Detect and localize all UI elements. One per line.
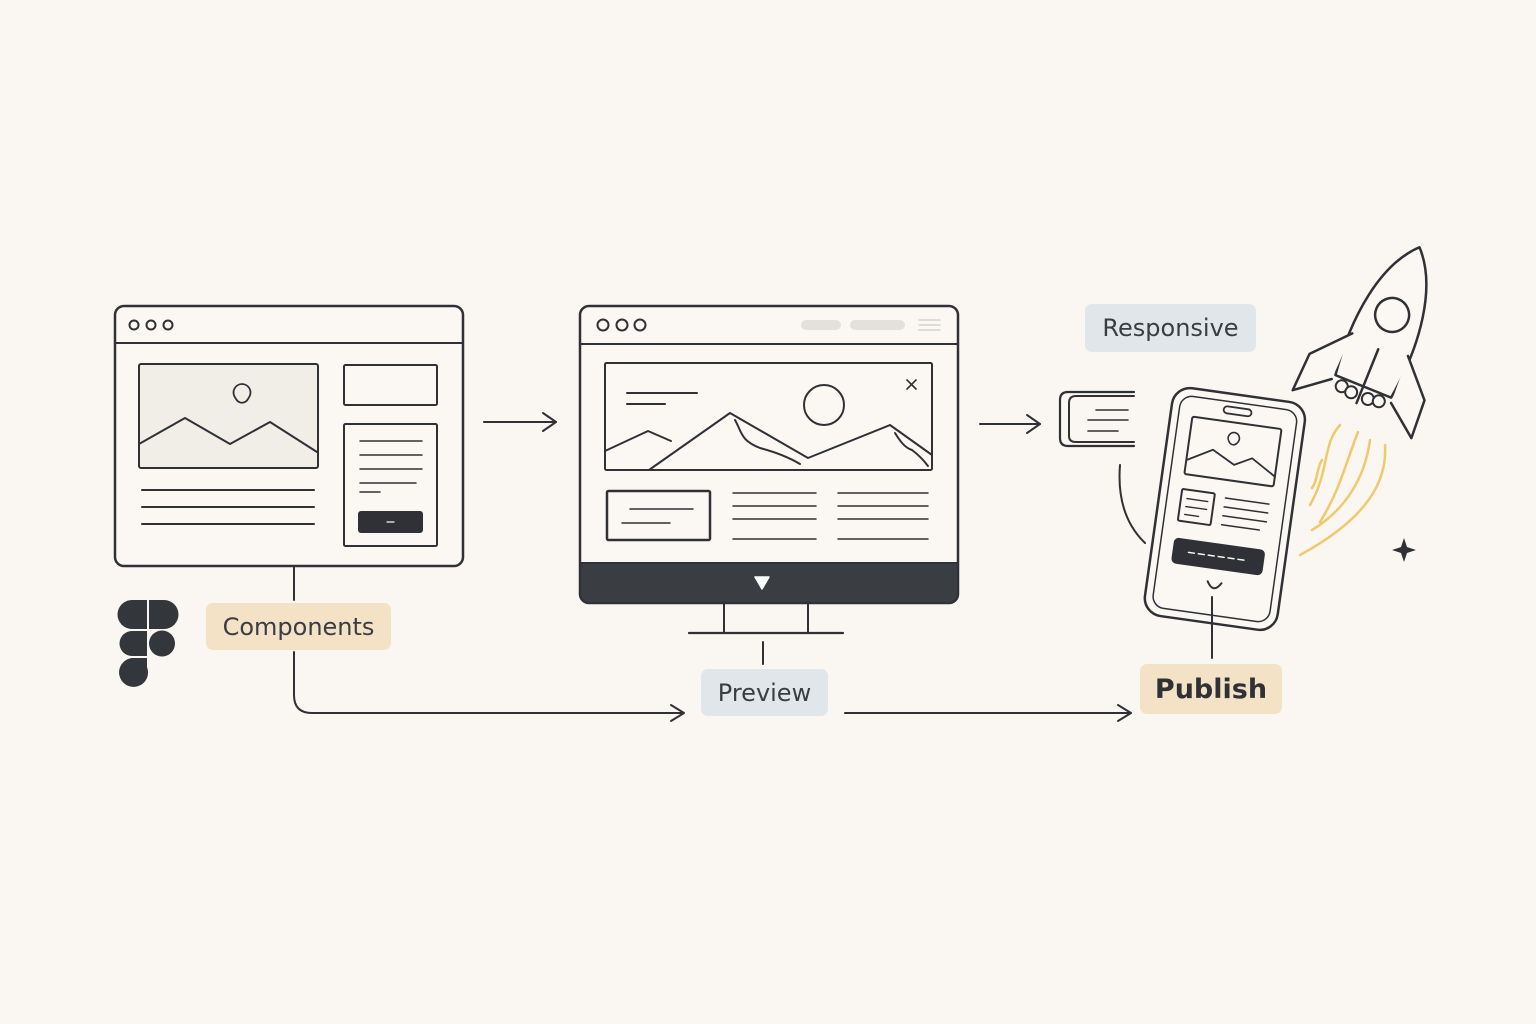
window-dot-icon [596, 318, 610, 332]
address-bar [850, 320, 905, 330]
publish-label: Publish [1140, 664, 1282, 714]
monitor-logo-icon [754, 576, 770, 590]
mobile-phone [1143, 386, 1307, 632]
arrow-right [844, 704, 1132, 722]
figma-logo-icon [117, 600, 179, 687]
component-card [343, 423, 438, 547]
connector-line [293, 651, 684, 714]
arrow-right [483, 412, 557, 432]
rocket-flame [1298, 423, 1387, 557]
sun-icon [803, 384, 845, 426]
hero-banner [604, 362, 933, 471]
window-dot-icon [615, 318, 629, 332]
close-icon [906, 379, 917, 390]
window-dot-icon [145, 319, 157, 331]
address-bar [801, 320, 841, 330]
design-browser-window [113, 304, 465, 568]
sparkle-icon [1392, 538, 1416, 562]
connector-line [1118, 464, 1146, 544]
image-placeholder-icon [1183, 415, 1283, 488]
preview-monitor [578, 304, 960, 665]
window-dot-icon [633, 318, 647, 332]
arrow-right [979, 414, 1041, 434]
window-dot-icon [128, 319, 140, 331]
monitor-bezel [579, 562, 959, 604]
responsive-label: Responsive [1085, 304, 1256, 352]
image-placeholder-icon [138, 363, 319, 469]
arrowhead [670, 704, 685, 722]
responsive-card-icon [1058, 390, 1146, 544]
window-dot-icon [162, 319, 174, 331]
rocket-icon [1291, 246, 1428, 440]
preview-label: Preview [701, 669, 828, 716]
component-box [343, 364, 438, 406]
menu-icon [918, 319, 941, 331]
components-label: Components [206, 603, 391, 650]
